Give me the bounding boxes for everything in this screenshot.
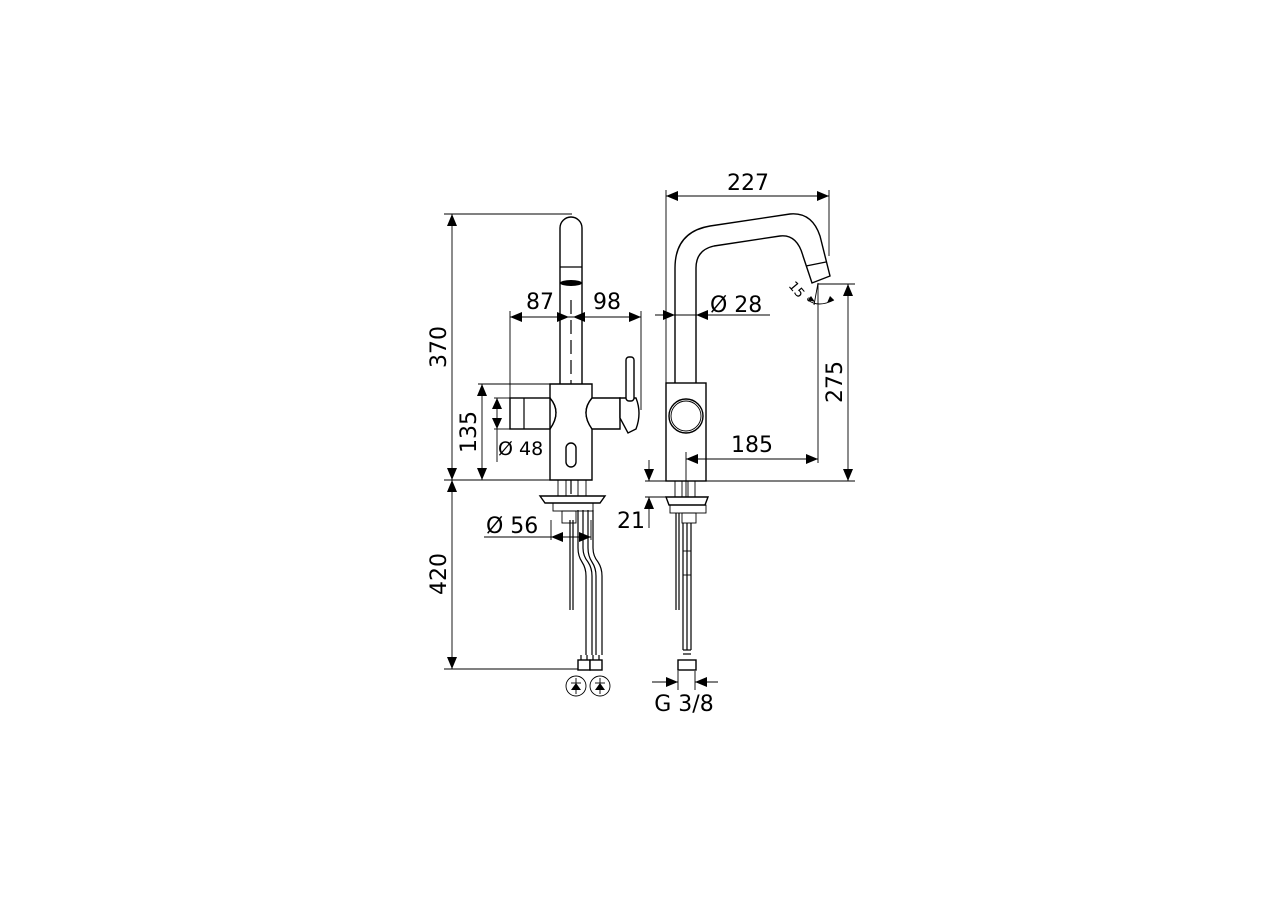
- hose-nut: [677, 659, 697, 671]
- check-valve-icon: [589, 675, 611, 697]
- dim-227: 227: [727, 171, 769, 196]
- dim-87: 87: [526, 290, 554, 315]
- dim-g38: G 3/8: [654, 692, 713, 717]
- hose-nut-left: [577, 659, 591, 671]
- dim-275: 275: [823, 361, 848, 403]
- spout-arc: [674, 213, 831, 384]
- dim-98: 98: [593, 290, 621, 315]
- check-valve-icon: [565, 675, 587, 697]
- right-handle: [585, 397, 621, 430]
- front-view: 370 420 135 Ø 48 87 98: [427, 213, 642, 697]
- sensor-slot: [565, 442, 577, 468]
- dim-d48: Ø 48: [498, 438, 543, 460]
- dim-420: 420: [427, 553, 452, 595]
- lever: [625, 356, 635, 402]
- dim-185: 185: [731, 433, 773, 458]
- aerator: [560, 280, 582, 286]
- dim-370: 370: [427, 326, 452, 368]
- dim-135: 135: [457, 411, 482, 453]
- left-handle: [509, 397, 551, 430]
- dim-d28: Ø 28: [710, 293, 762, 318]
- handle-knob: [668, 398, 704, 434]
- side-view: 227 Ø 28 15 ° 275 185 21: [617, 171, 855, 717]
- dim-angle-15: 15 °: [785, 279, 814, 309]
- dim-21: 21: [617, 509, 645, 534]
- hose-nut-right: [589, 659, 603, 671]
- dim-d56: Ø 56: [486, 514, 538, 539]
